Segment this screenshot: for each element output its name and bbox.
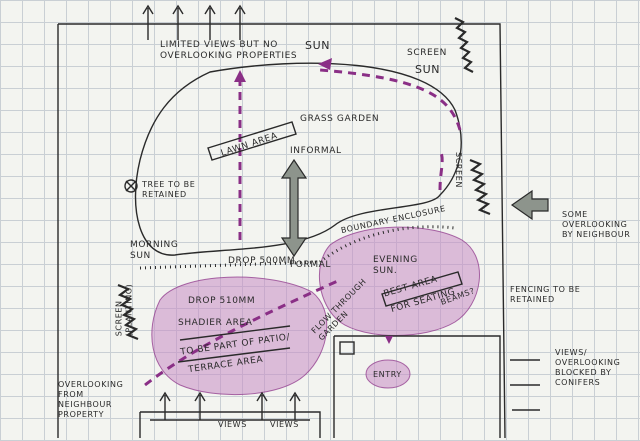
tree-cross <box>125 180 137 192</box>
sun-arrow-top <box>318 58 332 70</box>
garden-outline <box>134 62 462 256</box>
enclosure-dashes-2 <box>319 225 456 264</box>
view-arrow-bottom-4 <box>289 391 301 420</box>
view-arrow-bottom-2 <box>194 391 206 420</box>
patio-terrace-zone <box>151 276 328 396</box>
screen-left <box>117 283 139 341</box>
entry-zone <box>365 359 411 389</box>
sun-right-label: SUN <box>415 63 441 76</box>
overlooking-arrow-right <box>510 189 549 221</box>
fence-arrow-right <box>510 359 540 411</box>
informal-label: INFORMAL <box>290 146 342 156</box>
sun-top-label: SUN <box>305 39 331 52</box>
drop-510-label: DROP 510mm <box>188 296 256 306</box>
screen-right <box>469 158 491 216</box>
tree-retained-label: TREE TO BE RETAINED <box>142 180 196 199</box>
formal-label: FORMAL <box>290 260 332 270</box>
view-arrow-bottom-3 <box>256 391 268 420</box>
seating-box <box>381 271 463 307</box>
terrace-box <box>177 325 291 363</box>
screen-right-label: SCREEN <box>453 152 463 188</box>
screen-top <box>454 17 474 73</box>
boundary-line <box>57 23 506 439</box>
flow-path <box>144 278 341 387</box>
fencing-label: FENCING TO BE RETAINED <box>510 285 581 304</box>
views-label-1: VIEWS <box>218 420 247 429</box>
house-feature <box>339 341 355 355</box>
limited-views-label: LIMITED VIEWS BUT NO OVERLOOKING PROPERT… <box>160 40 298 61</box>
view-arrow-1 <box>142 4 154 40</box>
lawn-axis-arrow <box>234 70 246 82</box>
drop-label: DROP 500mm <box>228 256 296 266</box>
seating-arrow <box>385 336 393 344</box>
enclosure-dashes-1 <box>139 260 321 270</box>
entry-label: ENTRY <box>373 370 402 379</box>
view-arrow-3 <box>204 4 216 40</box>
views-blocked-label: VIEWS/ OVERLOOKING BLOCKED BY CONIFERS <box>555 348 621 387</box>
evening-sun-label: EVENING SUN. <box>373 255 418 276</box>
tree-symbol <box>124 179 138 193</box>
view-arrow-bottom-1 <box>159 391 171 420</box>
some-overlooking-label: SOME OVERLOOKING BY NEIGHBOUR <box>562 210 631 239</box>
sun-arc-right <box>438 149 444 191</box>
screen-planting-label: SCREEN (PLANTING) <box>114 283 134 337</box>
shadier-area-label: SHADIER AREA <box>178 318 253 328</box>
grass-garden-label: GRASS GARDEN <box>300 114 380 124</box>
informal-formal-arrow <box>280 158 308 258</box>
house-block <box>333 335 501 438</box>
overlooking-neighbour-label: OVERLOOKING FROM NEIGHBOUR PROPERTY <box>58 380 124 419</box>
morning-sun-label: MORNING SUN <box>130 240 179 261</box>
screen-top-label: SCREEN <box>407 48 447 58</box>
views-label-2: VIEWS <box>270 420 299 429</box>
lawn-area-box <box>207 121 297 161</box>
view-arrow-2 <box>172 4 184 40</box>
view-arrow-4 <box>234 4 246 40</box>
sun-arc-top <box>319 68 462 131</box>
